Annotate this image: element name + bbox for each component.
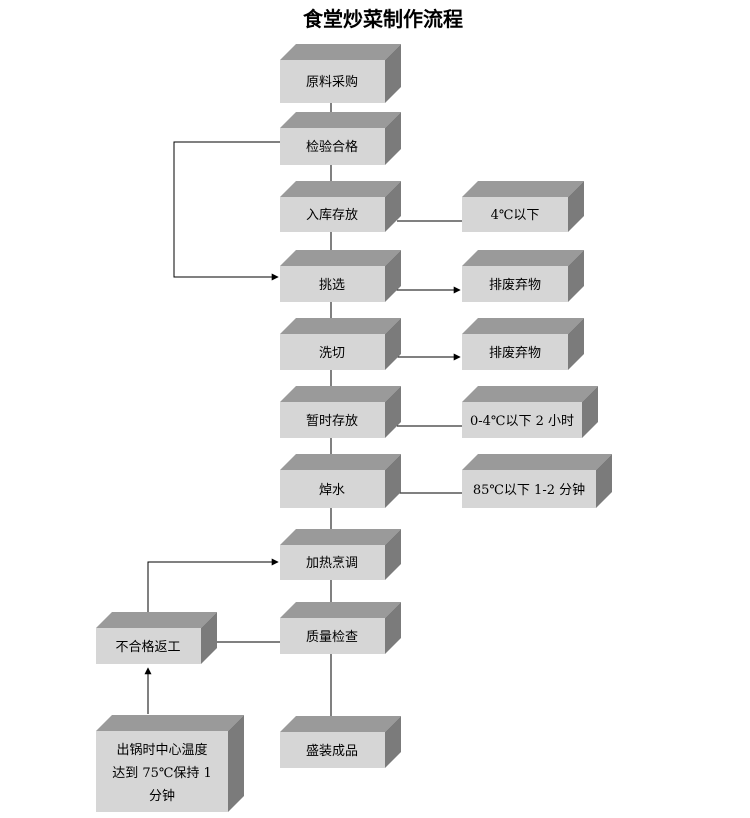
arrow-rework-cook — [147, 558, 279, 628]
box-temp-storage: 暂时存放 — [280, 386, 401, 438]
box-storage: 入库存放 — [280, 181, 401, 232]
picking-label: 挑选 — [319, 278, 345, 293]
procurement-label: 原料采购 — [306, 74, 358, 90]
box-plating: 盛装成品 — [280, 716, 401, 768]
loop-inspect-to-pick — [173, 141, 280, 281]
discard-picking-label: 排废弃物 — [489, 277, 541, 293]
discard-washing-label: 排废弃物 — [489, 345, 541, 361]
box-procurement: 原料采购 — [280, 44, 401, 103]
washing-label: 洗切 — [319, 346, 345, 361]
box-blanching: 焯水 — [280, 454, 401, 508]
storage-temp-label: 4℃以下 — [491, 208, 540, 223]
diagram-title: 食堂炒菜制作流程 — [303, 7, 463, 31]
plating-label: 盛装成品 — [306, 744, 358, 759]
storage-label: 入库存放 — [306, 207, 358, 223]
box-discard-picking: 排废弃物 — [462, 250, 584, 302]
cooking-label: 加热烹调 — [306, 556, 358, 571]
inspection-label: 检验合格 — [306, 139, 358, 155]
box-temp-storage-note: 0-4℃以下 2 小时 — [462, 386, 598, 438]
box-picking: 挑选 — [280, 250, 401, 302]
core-temp-line-1: 出锅时中心温度 — [116, 742, 207, 758]
core-temp-line-2: 达到 75℃保持 1 — [112, 766, 212, 781]
box-core-temperature: 出锅时中心温度 达到 75℃保持 1 分钟 — [96, 715, 244, 812]
box-inspection: 检验合格 — [280, 112, 401, 165]
box-rework: 不合格返工 — [96, 612, 217, 664]
blanching-note-label: 85℃以下 1-2 分钟 — [473, 482, 585, 498]
box-blanching-note: 85℃以下 1-2 分钟 — [462, 454, 612, 508]
rework-label: 不合格返工 — [115, 639, 180, 655]
box-washing: 洗切 — [280, 318, 401, 370]
box-discard-washing: 排废弃物 — [462, 318, 584, 370]
box-cooking: 加热烹调 — [280, 529, 401, 580]
temp-storage-note-label: 0-4℃以下 2 小时 — [470, 414, 574, 429]
blanching-label: 焯水 — [319, 483, 345, 498]
quality-check-label: 质量检查 — [306, 630, 358, 645]
core-temp-line-3: 分钟 — [149, 788, 175, 804]
box-storage-temp: 4℃以下 — [462, 181, 584, 232]
temp-storage-label: 暂时存放 — [306, 414, 358, 429]
box-quality-check: 质量检查 — [280, 602, 401, 654]
